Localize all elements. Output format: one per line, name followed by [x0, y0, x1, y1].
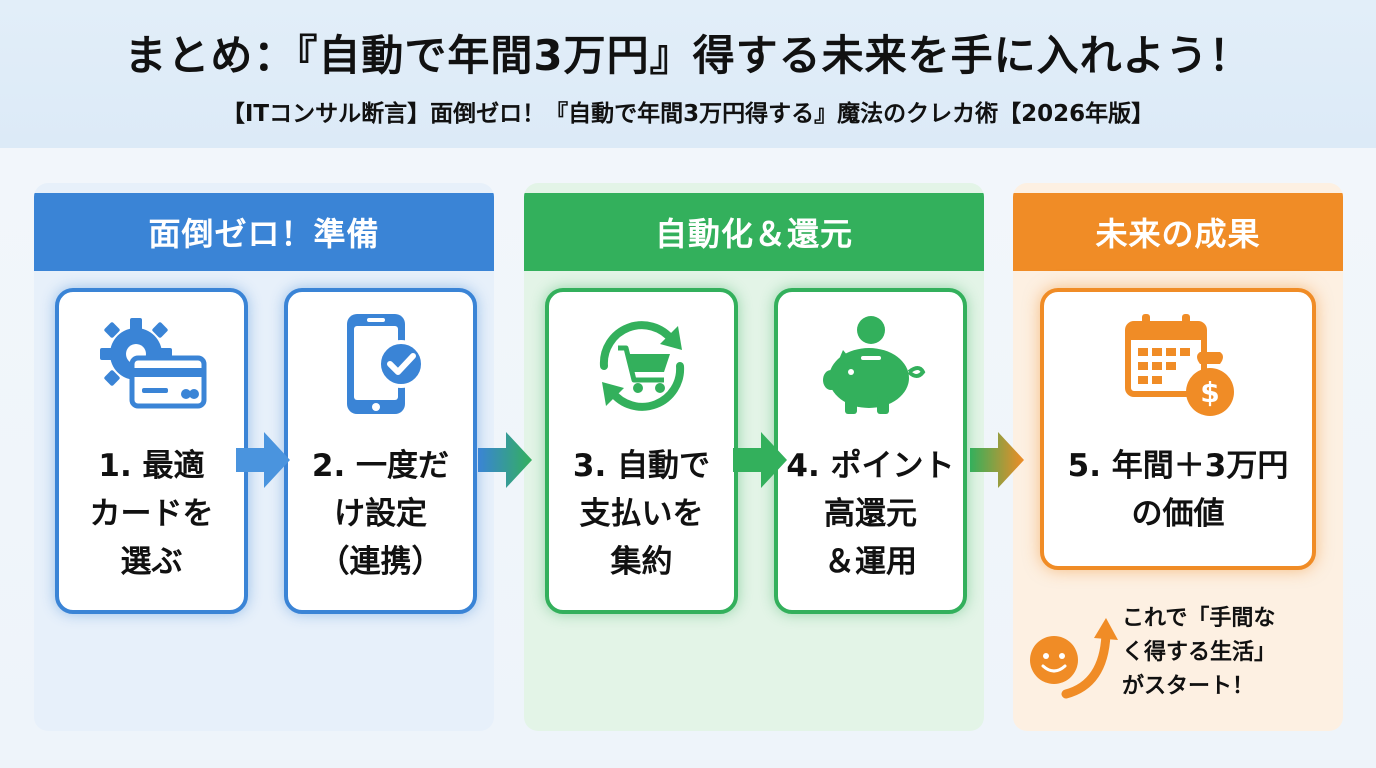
flow-arrow-3-4	[733, 428, 789, 492]
step-card-3: 3. 自動で 支払いを 集約	[545, 288, 738, 614]
page-subtitle: 【ITコンサル断言】面倒ゼロ！『自動で年間3万円得する』魔法のクレカ術【2026…	[221, 101, 1155, 127]
calendar-money-bag-icon: $	[1118, 310, 1238, 420]
step-label-2: 2. 一度だ け設定 （連携）	[311, 448, 450, 580]
gear-credit-card-icon	[92, 310, 212, 420]
smartphone-check-icon	[321, 310, 441, 420]
section-header-results: 未来の成果	[1013, 193, 1343, 271]
flow-arrow-4-5	[970, 428, 1026, 492]
flow-arrow-2-3	[478, 428, 534, 492]
cart-cycle-icon	[582, 310, 702, 420]
page-title: まとめ：『自動で年間3万円』得する未来を手に入れよう！	[124, 31, 1252, 80]
step-label-1: 1. 最適 カードを 選ぶ	[89, 448, 214, 580]
section-header-preparation: 面倒ゼロ！準備	[34, 193, 494, 271]
footer-message: これで「手間な く得する生活」 がスタート！	[1122, 606, 1277, 699]
step-card-4: 4. ポイント 高還元 ＆運用	[774, 288, 967, 614]
smile-up-arrow-icon	[1026, 614, 1118, 700]
flow-arrow-1-2	[236, 428, 292, 492]
piggy-bank-icon	[811, 310, 931, 420]
step-card-1: 1. 最適 カードを 選ぶ	[55, 288, 248, 614]
svg-text:$: $	[1200, 376, 1219, 409]
step-card-2: 2. 一度だ け設定 （連携）	[284, 288, 477, 614]
header-band	[0, 0, 1376, 148]
step-card-5: $ 5. 年間＋3万円 の価値	[1040, 288, 1316, 570]
step-label-4: 4. ポイント 高還元 ＆運用	[786, 448, 955, 580]
section-header-automation: 自動化＆還元	[524, 193, 984, 271]
step-label-5: 5. 年間＋3万円 の価値	[1067, 448, 1289, 532]
step-label-3: 3. 自動で 支払いを 集約	[572, 448, 711, 580]
